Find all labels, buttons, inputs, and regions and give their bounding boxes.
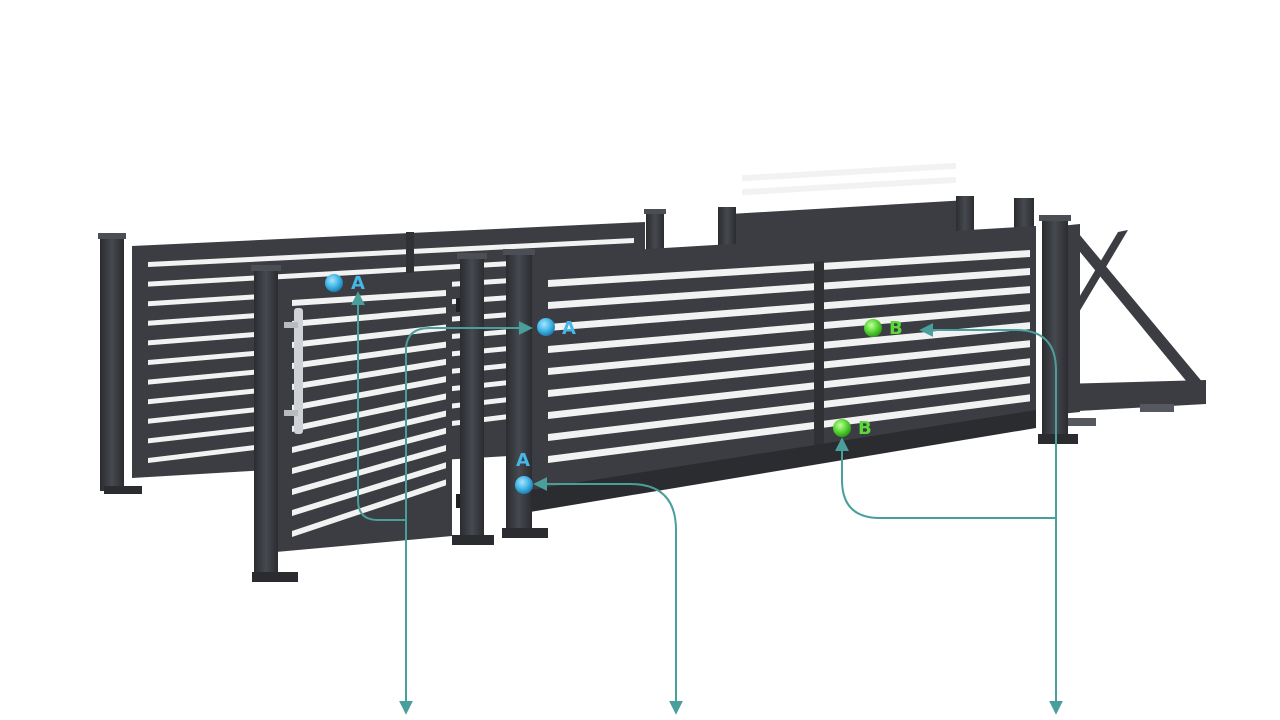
slat-gap bbox=[548, 340, 1030, 397]
leader-line-a-wicket bbox=[351, 291, 413, 715]
wicket-post-left bbox=[254, 268, 278, 578]
gate-handle bbox=[284, 308, 303, 434]
marker-label: A bbox=[562, 318, 576, 339]
marker-b-lower[interactable]: B bbox=[833, 418, 872, 439]
marker-label: B bbox=[889, 318, 903, 339]
cantilever-frame bbox=[1060, 224, 1206, 414]
slat-gap bbox=[548, 322, 1030, 375]
slide-gate-divider bbox=[814, 261, 824, 450]
marker-a-slide-top[interactable]: A bbox=[537, 318, 576, 339]
leader-lines bbox=[351, 291, 1063, 715]
slat-gap bbox=[548, 250, 1030, 287]
slide-gate-slats bbox=[548, 250, 1030, 463]
slat-gap bbox=[548, 268, 1030, 309]
marker-a-wicket-top[interactable]: A bbox=[325, 273, 365, 294]
slat-gap bbox=[548, 394, 1030, 463]
leader-line-a-slide-bottom bbox=[533, 477, 683, 715]
marker-label: A bbox=[516, 450, 530, 471]
slat-gap bbox=[548, 358, 1030, 419]
leader-line-b-top bbox=[919, 323, 1063, 715]
hinge bbox=[456, 298, 462, 312]
leader-line-a-slide-top bbox=[405, 321, 533, 520]
marker-dot[interactable] bbox=[325, 274, 343, 292]
marker-label: A bbox=[351, 273, 365, 294]
marker-b-upper[interactable]: B bbox=[864, 318, 903, 339]
marker-dot[interactable] bbox=[864, 319, 882, 337]
marker-dot[interactable] bbox=[515, 476, 533, 494]
slat-gap bbox=[148, 238, 634, 267]
hinge bbox=[456, 494, 462, 508]
slat-gap bbox=[548, 376, 1030, 441]
marker-dot[interactable] bbox=[537, 318, 555, 336]
leader-line-b-bottom bbox=[835, 437, 1056, 519]
slat-gap bbox=[548, 304, 1030, 353]
track-base bbox=[1140, 404, 1174, 412]
track-base bbox=[1060, 418, 1096, 426]
gate-post-middle bbox=[452, 253, 494, 545]
sliding-gate bbox=[530, 224, 1206, 512]
marker-label: B bbox=[858, 418, 872, 439]
fence-post-left-end bbox=[98, 233, 142, 494]
marker-a-slide-bottom[interactable]: A bbox=[515, 450, 533, 494]
slat-gap bbox=[548, 286, 1030, 331]
marker-dot[interactable] bbox=[833, 419, 851, 437]
wicket-gate bbox=[251, 265, 462, 582]
